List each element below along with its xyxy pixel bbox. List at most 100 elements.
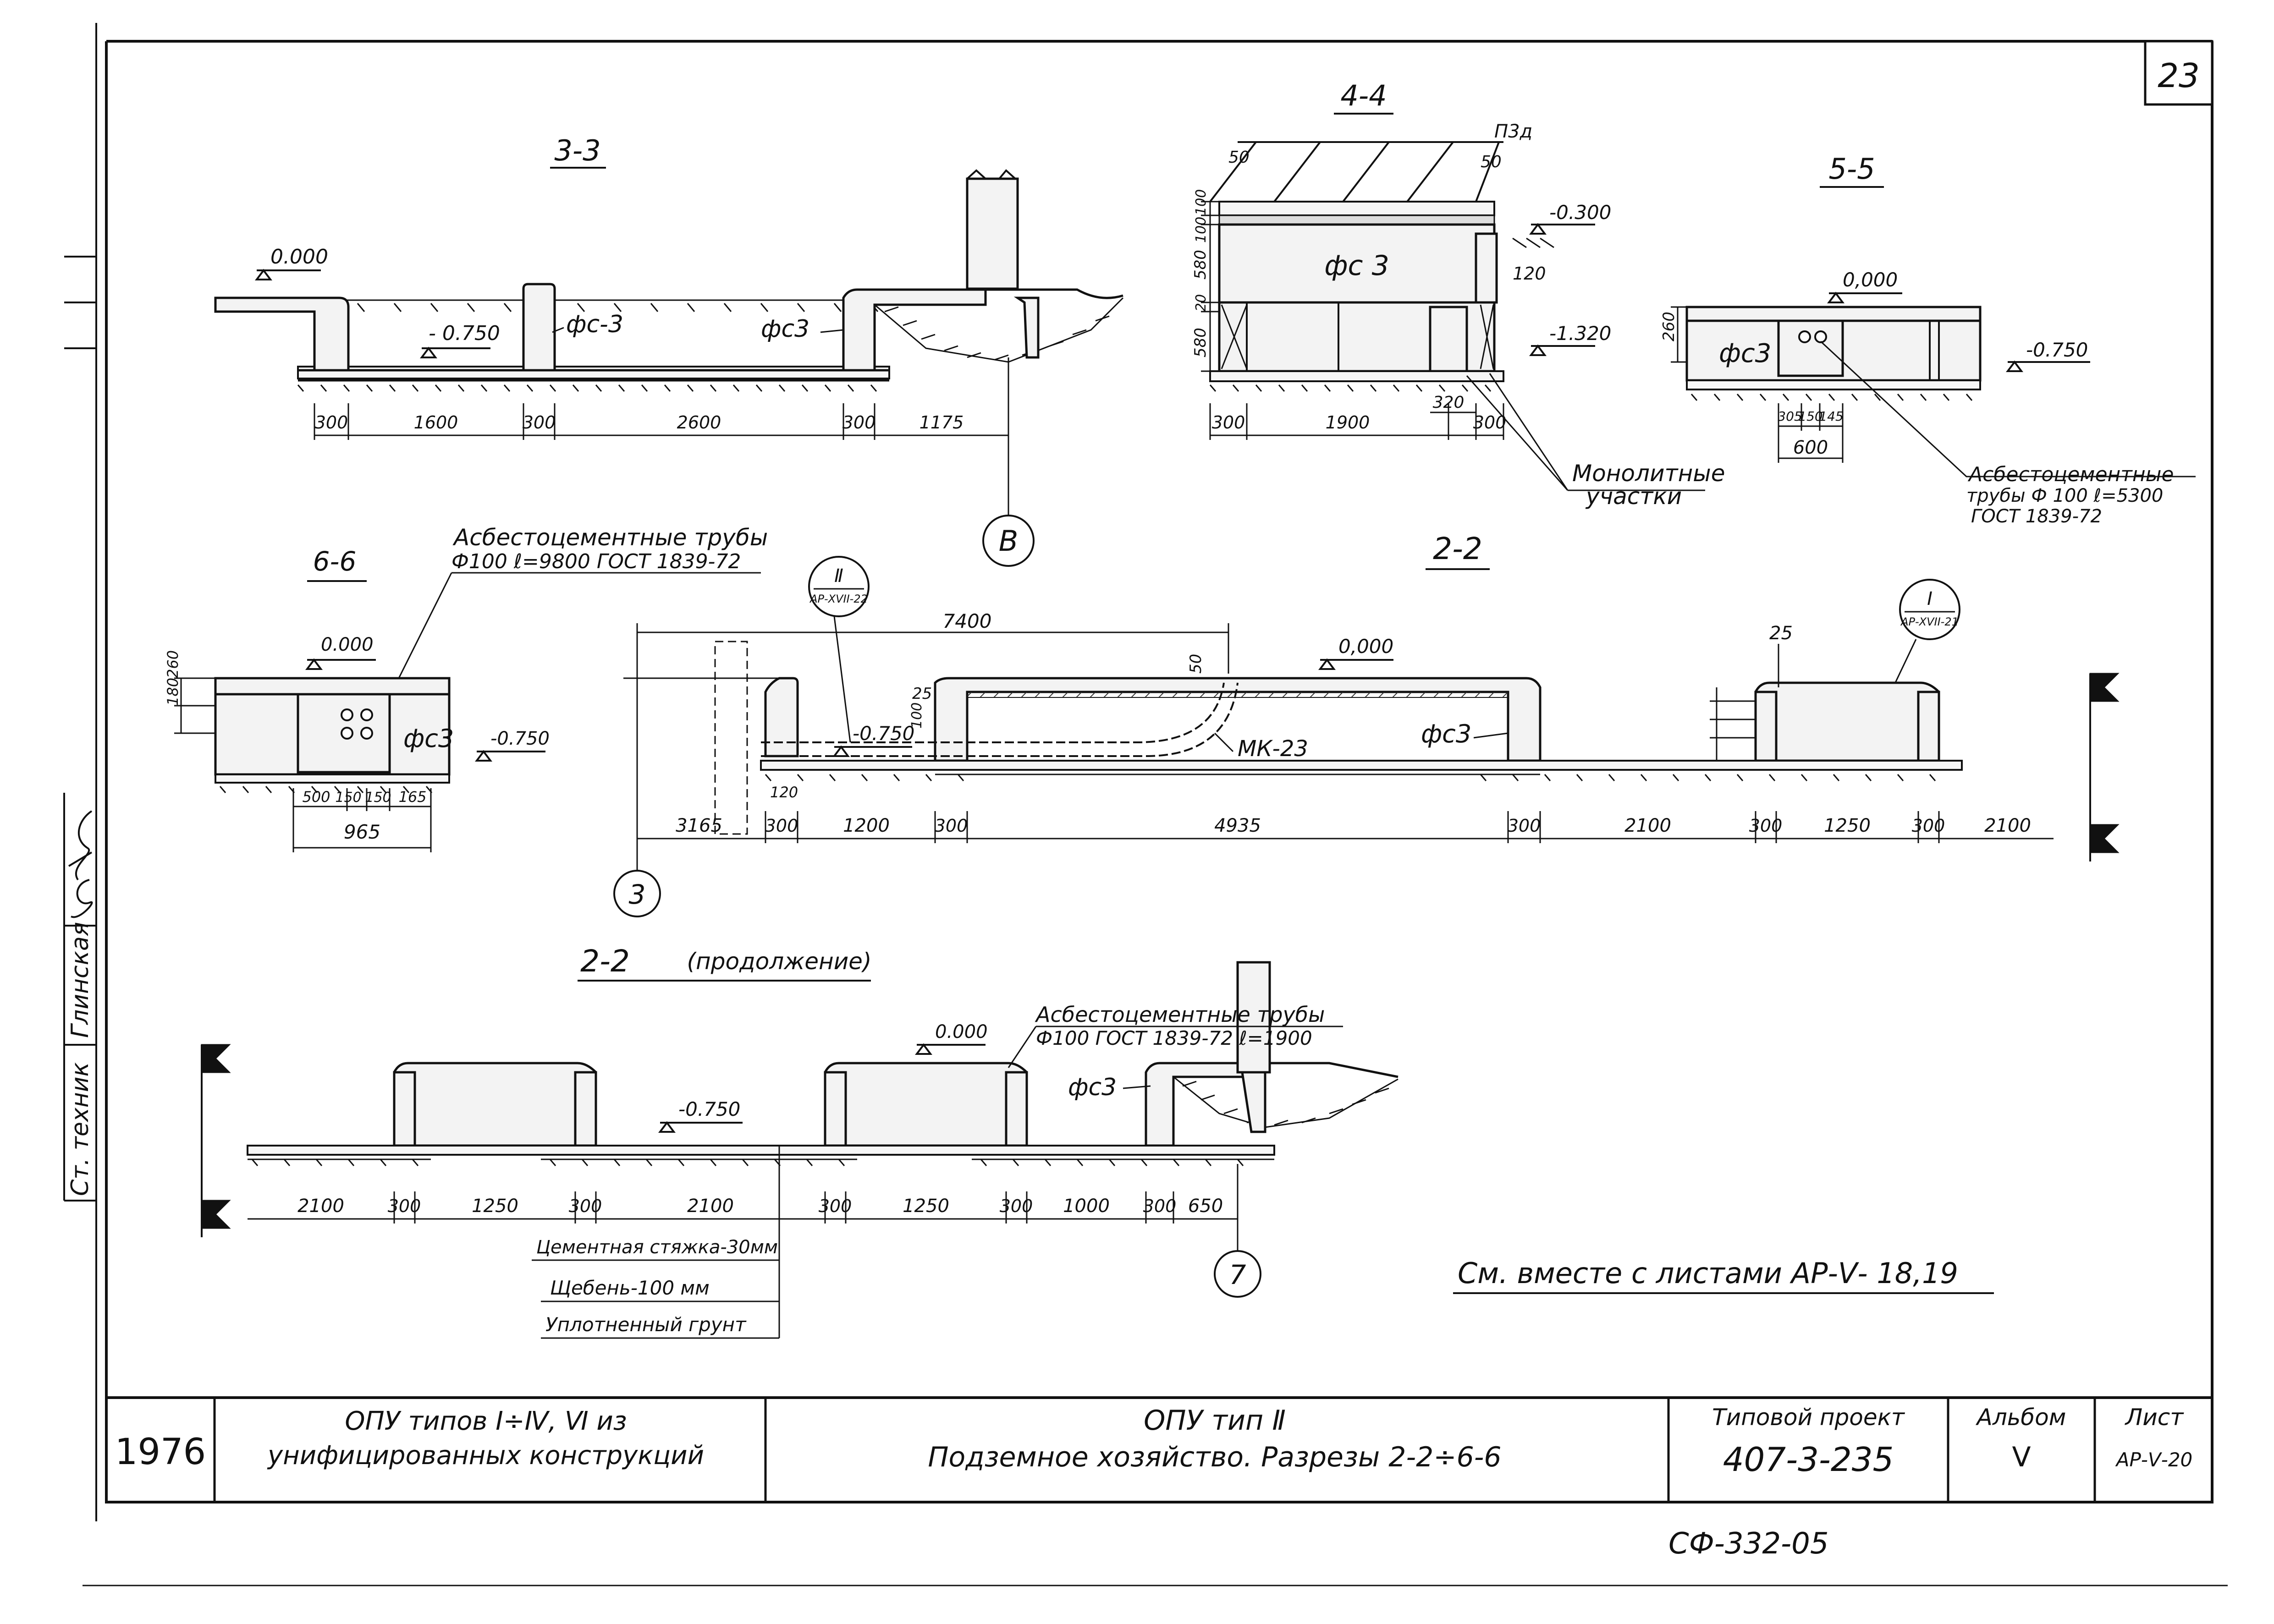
svg-text:АР-XVII-21: АР-XVII-21 bbox=[1900, 615, 1959, 628]
level-marker-top: 0,000 bbox=[1827, 269, 1902, 303]
svg-text:120: 120 bbox=[770, 784, 798, 801]
dimension-chain: 300 1600 300 2600 300 1175 bbox=[314, 403, 1009, 440]
svg-text:180: 180 bbox=[164, 678, 182, 706]
svg-text:100: 100 bbox=[1193, 189, 1209, 215]
page-number: 23 bbox=[2158, 56, 2200, 95]
svg-text:300: 300 bbox=[842, 412, 876, 433]
svg-text:- 0.750: - 0.750 bbox=[429, 322, 500, 345]
page-number-box: 23 bbox=[2144, 40, 2213, 106]
level-marker-bottom: -0.750 bbox=[832, 722, 914, 757]
svg-text:260: 260 bbox=[1660, 312, 1678, 341]
level-marker-bottom: -1.320 bbox=[1529, 322, 1611, 356]
svg-text:150: 150 bbox=[1798, 409, 1823, 424]
svg-text:145: 145 bbox=[1819, 409, 1843, 424]
svg-text:1250: 1250 bbox=[1824, 815, 1871, 836]
svg-text:П3д: П3д bbox=[1494, 121, 1532, 142]
svg-text:965: 965 bbox=[344, 821, 380, 843]
section-6-6: 6-6 Асбестоцементные трубы Ф100 ℓ=9800 Г… bbox=[164, 524, 768, 852]
layer-label: Щебень-100 мм bbox=[550, 1277, 710, 1299]
svg-text:-0.750: -0.750 bbox=[490, 728, 550, 749]
svg-text:50: 50 bbox=[1228, 148, 1250, 167]
level-marker-top: 0.000 bbox=[255, 245, 328, 280]
svg-text:1250: 1250 bbox=[903, 1196, 949, 1217]
level-marker-bottom: - 0.750 bbox=[420, 322, 500, 358]
level-marker-bottom: -0.750 bbox=[658, 1098, 743, 1133]
sheet-label: Лист bbox=[2125, 1404, 2185, 1431]
side-strip: Ст. техник Глинская bbox=[63, 256, 96, 1202]
svg-text:1200: 1200 bbox=[843, 815, 890, 836]
svg-text:100: 100 bbox=[909, 702, 925, 729]
svg-text:600: 600 bbox=[1793, 437, 1828, 458]
svg-text:-0.750: -0.750 bbox=[2026, 339, 2088, 361]
album-label: Альбом bbox=[1976, 1404, 2066, 1431]
panel-label: фс-3 bbox=[566, 311, 623, 338]
note-monolithic: Монолитные bbox=[1572, 460, 1725, 487]
svg-text:2600: 2600 bbox=[677, 412, 721, 433]
break-flag bbox=[201, 1044, 231, 1229]
svg-text:25: 25 bbox=[1769, 623, 1793, 644]
detail-ref-ii: Ⅱ АР-XVII-22 bbox=[808, 556, 870, 743]
section-title: 2-2 bbox=[580, 944, 630, 979]
svg-text:2100: 2100 bbox=[1984, 815, 2031, 836]
section-title: 6-6 bbox=[313, 546, 357, 577]
note-monolithic: участки bbox=[1585, 483, 1682, 510]
svg-text:100: 100 bbox=[1193, 217, 1209, 243]
note-pipes: Ф100 ГОСТ 1839-72 ℓ=1900 bbox=[1036, 1027, 1312, 1049]
svg-text:3165: 3165 bbox=[676, 815, 722, 836]
drawing-title: Подземное хозяйство. Разрезы 2-2÷6-6 bbox=[928, 1441, 1501, 1473]
svg-text:1250: 1250 bbox=[472, 1196, 518, 1217]
svg-text:165: 165 bbox=[398, 788, 426, 806]
section-title: 3-3 bbox=[554, 134, 600, 167]
svg-text:-0.750: -0.750 bbox=[853, 722, 914, 745]
svg-text:0,000: 0,000 bbox=[1843, 269, 1898, 291]
panel-label: фс3 bbox=[761, 315, 809, 343]
level-marker-bottom: -0.750 bbox=[475, 728, 550, 762]
level-marker-top: -0.300 bbox=[1529, 201, 1611, 235]
svg-text:2100: 2100 bbox=[297, 1196, 344, 1217]
svg-text:7: 7 bbox=[1229, 1259, 1246, 1290]
svg-text:300: 300 bbox=[1000, 1196, 1033, 1216]
section-2-2: 2-2 Ⅱ АР-XVII-22 Ⅰ АР-XVII-21 7400 МК-23 bbox=[613, 531, 2120, 917]
svg-text:1175: 1175 bbox=[920, 412, 964, 433]
svg-text:0.000: 0.000 bbox=[270, 245, 328, 269]
break-flag bbox=[2089, 673, 2120, 853]
svg-text:2100: 2100 bbox=[687, 1196, 734, 1217]
svg-text:20: 20 bbox=[1193, 294, 1209, 312]
svg-text:300: 300 bbox=[819, 1196, 852, 1216]
svg-text:300: 300 bbox=[1912, 816, 1945, 836]
layer-label: Уплотненный грунт bbox=[545, 1313, 747, 1336]
svg-text:300: 300 bbox=[1143, 1196, 1177, 1216]
section-5-5: 5-5 фс3 0,000 -0.750 260 305 150 145 600… bbox=[1660, 152, 2196, 527]
title-block: 1976 ОПУ типов Ⅰ÷Ⅳ, Ⅵ из унифицированных… bbox=[105, 1396, 2213, 1503]
panel-label: фс3 bbox=[1068, 1074, 1117, 1101]
svg-text:150: 150 bbox=[365, 790, 391, 806]
section-subtitle: (продолжение) bbox=[687, 948, 872, 975]
section-title: 2-2 bbox=[1433, 531, 1482, 566]
dimension-chain: 2100 300 1250 300 2100 300 1250 300 1000… bbox=[248, 1164, 1239, 1265]
svg-text:300: 300 bbox=[1749, 816, 1783, 836]
dimension-chain: 3165 300 1200 300 4935 300 2100 300 1250… bbox=[637, 811, 2054, 843]
svg-text:Ⅱ: Ⅱ bbox=[834, 565, 843, 587]
floor-layers: Цементная стяжка-30мм Щебень-100 мм Упло… bbox=[532, 1146, 780, 1339]
axis-bubble: 3 bbox=[613, 839, 661, 917]
svg-text:3: 3 bbox=[629, 879, 646, 910]
level-marker-top: 0,000 bbox=[1318, 635, 1393, 670]
layer-label: Цементная стяжка-30мм bbox=[536, 1237, 778, 1258]
svg-text:2100: 2100 bbox=[1624, 815, 1671, 836]
svg-text:50: 50 bbox=[1187, 654, 1205, 674]
section-2-2-continuation: 2-2 (продолжение) 0.000 -0.750 bbox=[201, 944, 1399, 1339]
year: 1976 bbox=[115, 1432, 206, 1473]
sheet-number: АР-Ⅴ-20 bbox=[2115, 1448, 2193, 1471]
svg-text:-0.300: -0.300 bbox=[1549, 201, 1611, 224]
section-3-3: 3-3 0.000 - 0.750 bbox=[214, 134, 1124, 567]
section-title: 5-5 bbox=[1828, 152, 1875, 186]
svg-text:7400: 7400 bbox=[943, 610, 992, 632]
svg-text:320: 320 bbox=[1433, 393, 1465, 412]
svg-text:300: 300 bbox=[1212, 412, 1245, 433]
project-title: унифицированных конструкций bbox=[267, 1441, 704, 1470]
panel-label: фс3 bbox=[403, 724, 454, 753]
axis-bubble: В bbox=[982, 440, 1035, 567]
pipe-label: МК-23 bbox=[1238, 736, 1308, 762]
svg-text:260: 260 bbox=[164, 650, 182, 678]
svg-text:0.000: 0.000 bbox=[321, 634, 374, 655]
